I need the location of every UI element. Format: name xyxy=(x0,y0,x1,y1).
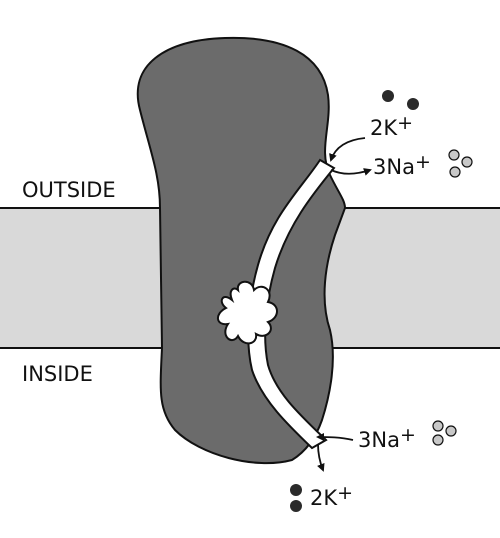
top-k-label: 2K+ xyxy=(370,112,413,140)
top-potassium-ions xyxy=(382,90,419,110)
ion-channel xyxy=(247,158,336,450)
bottom-sodium-ions xyxy=(432,420,457,446)
top-na-label: 3Na+ xyxy=(373,151,431,179)
inside-label: INSIDE xyxy=(22,362,93,386)
top-k-arrow xyxy=(329,137,366,162)
top-sodium-ions xyxy=(448,149,473,178)
bottom-potassium-ions xyxy=(290,484,302,512)
outside-label: OUTSIDE xyxy=(22,178,116,202)
pump-protein xyxy=(136,36,347,465)
bottom-k-arrow xyxy=(317,443,325,472)
top-na-arrow xyxy=(330,168,372,176)
bottom-na-label: 3Na+ xyxy=(358,424,416,452)
bottom-na-arrow xyxy=(316,433,354,442)
binding-site xyxy=(217,280,278,345)
bottom-k-label: 2K+ xyxy=(310,482,353,510)
